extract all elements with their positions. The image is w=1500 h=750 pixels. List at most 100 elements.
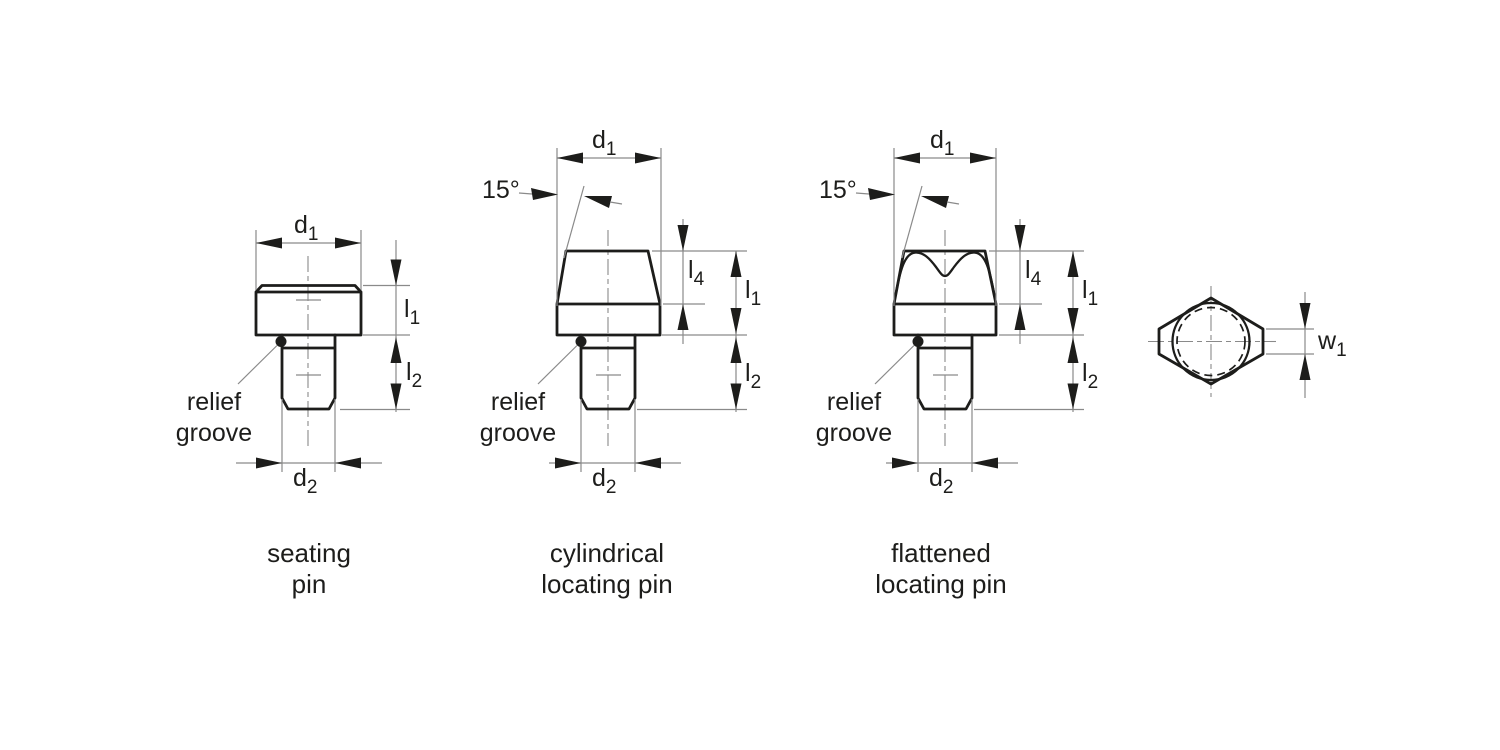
- d2-label: d2: [929, 464, 953, 498]
- angle-label: 15°: [819, 176, 857, 204]
- arrowhead-down: [1067, 383, 1079, 410]
- dim-d1: d1: [556, 126, 662, 306]
- arrowhead-right: [635, 152, 661, 164]
- extension-lines: [637, 334, 747, 411]
- arrowhead-left: [584, 196, 612, 208]
- arrowhead-right: [555, 457, 581, 469]
- centerline: [933, 230, 958, 446]
- arrowhead-up: [677, 304, 689, 330]
- part-outline: [892, 249, 998, 411]
- head-outline: [254, 284, 363, 337]
- arrowhead-left: [335, 457, 361, 469]
- arrowhead-down: [1067, 308, 1079, 334]
- l2-label: l2: [745, 359, 761, 393]
- caption-line1: cylindrical: [550, 538, 664, 568]
- arrow-tail: [946, 201, 960, 205]
- arrowhead-down: [1299, 303, 1311, 329]
- shank-outline: [916, 333, 974, 411]
- angle-label: 15°: [482, 176, 520, 204]
- caption-line2: pin: [292, 569, 327, 599]
- arrowhead-left: [972, 457, 998, 469]
- figure-cylindrical-locating-pin: d1 15° l4 l1 l2: [480, 126, 761, 599]
- dim-d1: d1: [255, 211, 362, 290]
- relief-label-line1: relief: [491, 388, 545, 416]
- arrowhead-up: [1067, 337, 1079, 363]
- dim-d2: d2: [549, 399, 681, 498]
- extension-lines: [556, 148, 662, 306]
- arrowhead-right: [868, 188, 895, 200]
- arrowhead-right: [256, 457, 282, 469]
- arrowhead-left: [635, 457, 661, 469]
- d2-label: d2: [293, 464, 317, 498]
- l1-label: l1: [745, 276, 761, 310]
- hidden-circle: [1176, 306, 1246, 377]
- part-outline: [555, 249, 662, 411]
- w1-label: w1: [1317, 327, 1347, 361]
- dim-l1-l2: l1 l2: [974, 251, 1098, 412]
- relief-label-line1: relief: [827, 388, 881, 416]
- center-ticks: [296, 299, 321, 376]
- extension-lines: [652, 250, 747, 305]
- arrowhead-up: [1014, 304, 1026, 330]
- extension-lines: [580, 399, 636, 472]
- d2-label: d2: [592, 464, 616, 498]
- flattened-head-outline: [1157, 296, 1265, 386]
- arrowhead-right: [970, 152, 996, 164]
- flat-wave-profile: [892, 251, 998, 305]
- leader-line: [537, 345, 578, 385]
- extension-lines: [340, 284, 410, 411]
- relief-label-line1: relief: [187, 388, 241, 416]
- arrowhead-left: [256, 237, 282, 249]
- extension-lines: [893, 148, 997, 306]
- caption-line2: locating pin: [875, 569, 1007, 599]
- extension-lines: [1266, 328, 1314, 355]
- l1-label: l1: [404, 295, 420, 329]
- caption: cylindrical locating pin: [541, 538, 673, 599]
- shank-outline: [280, 333, 337, 411]
- dim-w1: w1: [1266, 292, 1347, 398]
- dim-d2: d2: [886, 399, 1018, 498]
- figure-top-view: w1: [1148, 286, 1347, 398]
- extension-lines: [255, 230, 362, 290]
- caption: seating pin: [267, 538, 351, 599]
- l1-label: l1: [1082, 276, 1098, 310]
- extension-lines: [917, 399, 973, 472]
- dim-d1: d1: [893, 126, 997, 306]
- part-outline: [1157, 296, 1265, 386]
- relief-groove-dot: [575, 336, 587, 347]
- centerline: [1148, 286, 1276, 397]
- caption-line1: seating: [267, 538, 351, 568]
- relief-label-line2: groove: [816, 419, 892, 447]
- arrowhead-right: [892, 457, 918, 469]
- figure-flattened-locating-pin: d1 15° l4 l1 l2: [816, 126, 1098, 599]
- l4-label: l4: [688, 256, 705, 290]
- centerline: [596, 230, 621, 446]
- relief-groove-dot: [275, 336, 287, 347]
- leader-line: [518, 192, 533, 195]
- dim-l4: l4: [652, 219, 747, 344]
- arrowhead-down: [730, 383, 742, 410]
- dim-l1-l2: l1 l2: [637, 251, 761, 412]
- relief-groove-callout: relief groove: [176, 336, 287, 447]
- caption: flattened locating pin: [875, 538, 1007, 599]
- d1-label: d1: [930, 126, 954, 160]
- arrowhead-up: [390, 337, 402, 363]
- relief-groove-callout: relief groove: [480, 336, 587, 447]
- dim-l4: l4: [989, 219, 1084, 344]
- l2-label: l2: [1082, 359, 1098, 393]
- extension-lines: [974, 334, 1084, 411]
- relief-label-line2: groove: [480, 419, 556, 447]
- arrowhead-up: [1067, 251, 1079, 277]
- arrowhead-up: [730, 251, 742, 277]
- arrowhead-left: [894, 152, 920, 164]
- leader-line: [874, 345, 915, 385]
- angle-slant-line: [901, 185, 923, 259]
- l4-label: l4: [1025, 256, 1042, 290]
- leader-line: [237, 345, 278, 385]
- arrowhead-down: [390, 259, 402, 286]
- angle-callout: 15°: [819, 176, 960, 259]
- arrowhead-right: [335, 237, 361, 249]
- d1-label: d1: [592, 126, 616, 160]
